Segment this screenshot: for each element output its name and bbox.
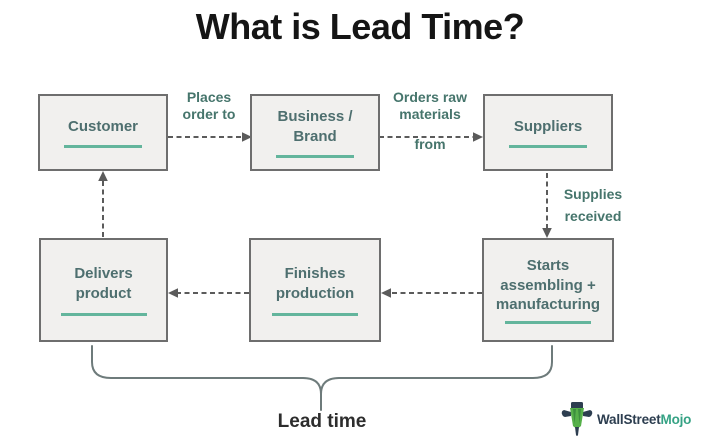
node-label: Customer: [67, 117, 138, 135]
node-label: Finishes production: [275, 265, 355, 302]
node-label: Delivers product: [74, 265, 133, 302]
accent-underline: [272, 312, 358, 316]
edge-label-places-order: Places order to: [182, 89, 236, 123]
arrowhead-up-icon: [98, 171, 108, 181]
node-finishes-production: Finishes production: [249, 238, 381, 342]
arrowhead-left-icon: [381, 288, 391, 298]
page-title: What is Lead Time?: [195, 6, 525, 47]
arrowhead-right-icon: [473, 132, 483, 142]
node-label: Suppliers: [513, 117, 583, 135]
node-label: Business / Brand: [277, 107, 353, 145]
wallstreetmojo-logo: WallStreetMojo: [561, 400, 691, 438]
accent-underline: [276, 155, 354, 159]
arrowhead-down-icon: [542, 228, 552, 238]
accent-underline: [509, 145, 587, 149]
node-customer: Customer: [38, 94, 168, 171]
brace-right-half: [320, 345, 553, 395]
node-business-brand: Business / Brand: [250, 94, 380, 171]
accent-underline: [505, 321, 591, 325]
brace-caption-lead-time: Lead time: [277, 411, 367, 432]
edge-label-supplies-received: Supplies received: [563, 186, 623, 224]
accent-underline: [60, 312, 147, 316]
accent-underline: [64, 145, 142, 149]
arrowhead-left-icon: [168, 288, 178, 298]
node-starts-assembling: Starts assembling + manufacturing: [482, 238, 614, 342]
edge-label-orders-raw: Orders raw materials from: [393, 89, 467, 153]
node-suppliers: Suppliers: [483, 94, 613, 171]
brace-left-half: [91, 345, 322, 411]
bull-icon: [561, 402, 593, 436]
node-delivers-product: Delivers product: [39, 238, 168, 342]
brand-wordmark: WallStreetMojo: [597, 411, 692, 427]
arrowhead-right-icon: [242, 132, 252, 142]
node-label: Starts assembling + manufacturing: [495, 256, 601, 314]
